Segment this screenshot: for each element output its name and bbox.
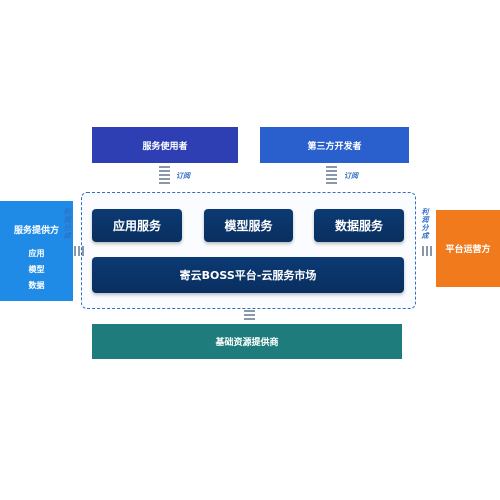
base-resource-connector — [244, 310, 255, 322]
service-provider-title: 服务提供方 — [13, 226, 59, 236]
users-subscribe-connector — [159, 166, 170, 186]
subscribe-label-third-party: 订阅 — [344, 172, 358, 180]
operator-share-connector — [422, 246, 434, 256]
cloud-service-market-block: 寄云BOSS平台-云服务市场 — [92, 257, 404, 293]
app-service-block: 应用服务 — [92, 209, 182, 242]
provider-share-connector — [74, 246, 86, 256]
platform-operator-box: 平台运营方 — [436, 210, 500, 287]
third-party-subscribe-connector — [326, 166, 337, 186]
third-party-developers-box: 第三方开发者 — [260, 127, 409, 163]
provider-item-data: 数据 — [28, 281, 45, 290]
profit-share-label-left: 利润分成 — [63, 208, 71, 240]
service-provider-box: 服务提供方 应用 模型 数据 — [0, 201, 73, 301]
provider-item-app: 应用 — [28, 249, 45, 258]
subscribe-label-users: 订阅 — [176, 172, 190, 180]
provider-item-model: 模型 — [28, 265, 45, 274]
model-service-block: 模型服务 — [204, 209, 293, 242]
profit-share-label-right: 利润分成 — [421, 208, 429, 240]
base-resource-provider-box: 基础资源提供商 — [92, 324, 402, 359]
service-users-box: 服务使用者 — [92, 127, 238, 163]
data-service-block: 数据服务 — [314, 209, 404, 242]
